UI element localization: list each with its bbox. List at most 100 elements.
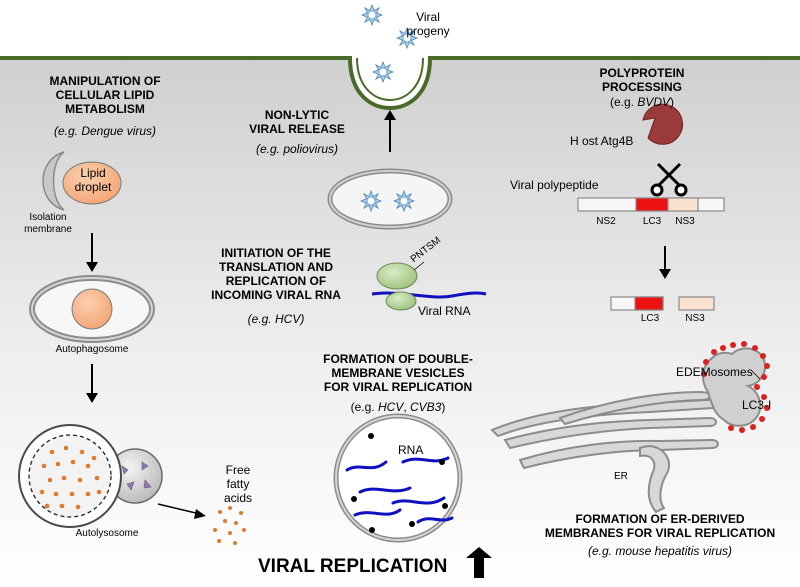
- lc3-i-pointer: [751, 370, 761, 380]
- er-title-line1: FORMATION OF ER-DERIVED: [575, 512, 745, 526]
- autophagosome-label: Autophagosome: [55, 344, 129, 355]
- lipid-metabolism-title: MANIPULATION OF CELLULAR LIPID METABOLIS…: [49, 74, 160, 116]
- ffa-line2: fatty: [226, 477, 250, 492]
- arrow-down-head: [86, 393, 98, 403]
- er-title: FORMATION OF ER-DERIVED MEMBRANES FOR VI…: [545, 512, 775, 540]
- ffa-line3: acids: [223, 491, 253, 506]
- release-title-line2: VIRAL RELEASE: [249, 122, 345, 137]
- isolation-membrane-label: Isolation membrane: [24, 212, 72, 236]
- ribosome-icon: [376, 262, 418, 290]
- lipid-example-suffix: ): [152, 124, 157, 138]
- viral-polypeptide-bar: [577, 197, 725, 212]
- arrow-up-head: [384, 110, 396, 120]
- translation-title-line3: REPLICATION OF: [225, 274, 327, 289]
- polyprotein-example-virus: BVDV: [637, 95, 671, 109]
- dmv-title-line2: MEMBRANE VESICLES: [331, 366, 465, 381]
- lipid-droplet-line2: droplet: [74, 180, 112, 195]
- viral-progeny-line2: progeny: [406, 24, 450, 39]
- dmv-example-virus1: HCV: [377, 400, 404, 414]
- translation-example-suffix: ): [300, 312, 305, 326]
- release-example-virus: poliovirus: [283, 142, 335, 156]
- release-pocket-inner: [356, 57, 424, 102]
- lipid-example-virus: Dengue virus: [81, 124, 153, 138]
- cleaved-products: [610, 296, 715, 311]
- er-example-suffix: ): [728, 544, 733, 558]
- release-title: NON-LYTIC VIRAL RELEASE: [249, 108, 345, 136]
- cytoplasm-region: [0, 58, 800, 587]
- translation-example-prefix: (e.g.: [247, 312, 276, 326]
- polyprotein-title: POLYPROTEIN PROCESSING: [600, 66, 685, 94]
- free-fatty-acids-label: Free fatty acids: [224, 463, 252, 505]
- edemosomes-label: EDEMosomes: [676, 365, 753, 379]
- er-membranes: [490, 390, 752, 514]
- virion-icon: [372, 61, 394, 83]
- translation-title-line2: TRANSLATION AND: [219, 260, 333, 275]
- dmv-example-sep: ,: [403, 400, 411, 414]
- isolation-membrane-icon: [42, 151, 65, 211]
- viral-progeny-line1: Viral: [416, 10, 440, 24]
- rna-strands: [345, 456, 454, 524]
- polyprotein-title-line1: POLYPROTEIN: [599, 66, 685, 80]
- polyprotein-example: (e.g. BVDV): [610, 95, 674, 109]
- lc3-label: LC3: [642, 216, 662, 227]
- viral-progeny-label: Viral progeny: [406, 10, 449, 38]
- lipid-title-line1: MANIPULATION OF: [49, 74, 161, 88]
- double-membrane-vesicle-inner: [335, 415, 461, 541]
- arrow-right-icon: [157, 503, 201, 515]
- lc3-i-label: LC3-I: [742, 398, 772, 412]
- er-label: ER: [614, 471, 628, 482]
- rna-label: RNA: [398, 443, 424, 457]
- release-example-suffix: ): [334, 142, 339, 156]
- dmv-title: FORMATION OF DOUBLE- MEMBRANE VESICLES F…: [323, 352, 473, 394]
- dmv-example-prefix: (e.g.: [350, 400, 378, 414]
- lipid-droplet-line1: Lipid: [80, 166, 106, 180]
- ribosome-pointer: [413, 261, 425, 271]
- virion-icon: [393, 190, 415, 212]
- autolysosome-label: Autolysosome: [75, 528, 139, 539]
- autophagosome-inner: [31, 277, 153, 341]
- lipid-example-prefix: (e.g.: [53, 124, 82, 138]
- er-example-prefix: (e.g.: [587, 544, 616, 558]
- autolysosome-icon: [18, 424, 163, 528]
- lipid-title-line3: METABOLISM: [65, 102, 145, 117]
- translation-example: (e.g. HCV): [248, 312, 305, 326]
- lipid-droplet-icon: [71, 288, 113, 330]
- arrow-up-icon: [466, 547, 492, 578]
- dmv-title-line1: FORMATION OF DOUBLE-: [323, 352, 473, 366]
- arrow-down-head: [659, 269, 671, 279]
- viral-polypeptide-label: Viral polypeptide: [510, 178, 599, 192]
- viral-rna-label: Viral RNA: [418, 304, 471, 318]
- dmv-example-suffix: ): [441, 400, 446, 414]
- ns3-label: NS3: [675, 216, 695, 227]
- viral-replication-heading: VIRAL REPLICATION: [258, 556, 448, 577]
- dmv-title-line3: FOR VIRAL REPLICATION: [323, 380, 473, 395]
- isolation-membrane-line1: Isolation: [29, 212, 67, 223]
- vesicle-pore-dots: [351, 433, 448, 533]
- polyprotein-example-suffix: ): [670, 95, 675, 109]
- ns3-cleaved-label: NS3: [685, 313, 705, 324]
- translation-example-virus: HCV: [275, 312, 301, 326]
- release-example: (e.g. poliovirus): [256, 142, 338, 156]
- lc3-i-dots: [701, 341, 770, 433]
- ribosome-small-subunit: [385, 291, 417, 311]
- host-atg4b-label: H ost Atg4B: [570, 134, 634, 148]
- polyprotein-example-prefix: (e.g.: [609, 95, 638, 109]
- pacman-protease-icon: [642, 103, 684, 145]
- ffa-line1: Free: [225, 463, 251, 477]
- translation-title-line1: INITIATION OF THE: [221, 246, 331, 260]
- lipid-droplet-icon: [62, 161, 122, 205]
- virion-icon: [360, 190, 382, 212]
- isolation-membrane-line2: membrane: [24, 223, 72, 235]
- er-example: (e.g. mouse hepatitis virus): [588, 544, 732, 558]
- virion-icon: [361, 4, 383, 26]
- release-vesicle-inner: [329, 170, 451, 228]
- translation-title: INITIATION OF THE TRANSLATION AND REPLIC…: [211, 246, 341, 303]
- dmv-example: (e.g. HCV, CVB3): [351, 400, 446, 414]
- scissors-icon: [650, 162, 688, 197]
- ns2-label: NS2: [596, 216, 616, 227]
- arrow-right-head: [194, 509, 206, 519]
- lc3-cleaved-label: LC3: [640, 313, 660, 324]
- lipid-title-line2: CELLULAR LIPID: [55, 88, 155, 103]
